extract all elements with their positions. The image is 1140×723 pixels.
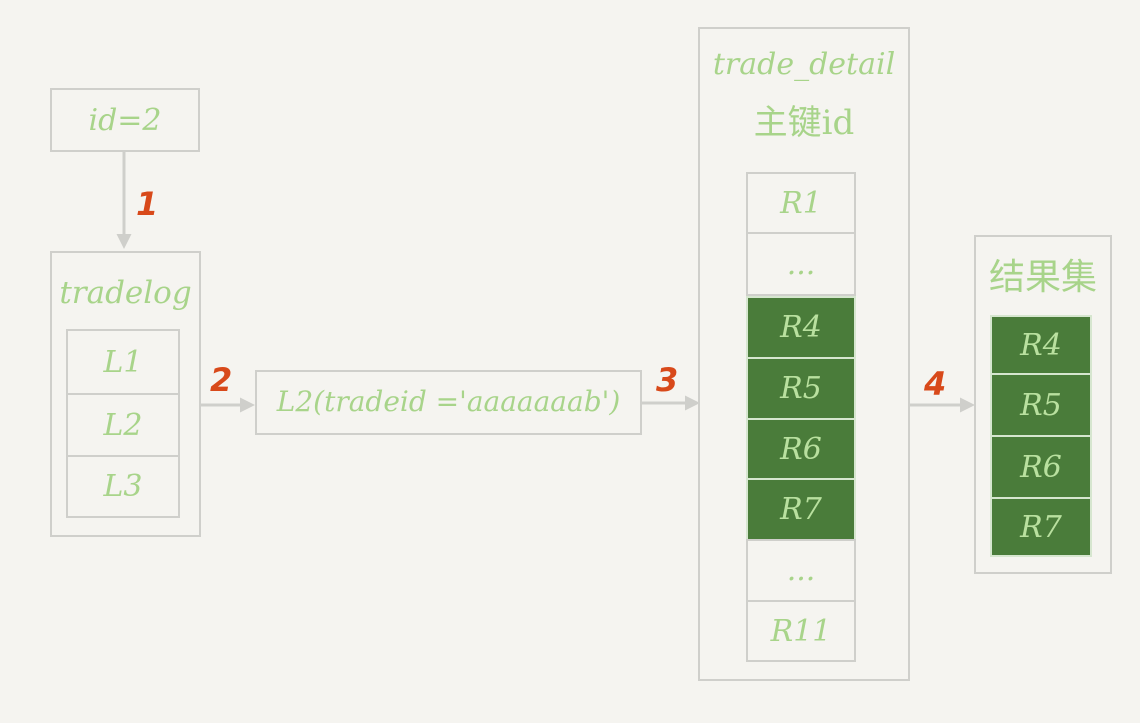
trade-detail-row: R11: [746, 600, 856, 662]
step-3-label: 3: [656, 361, 679, 399]
result-row: R4: [990, 315, 1092, 375]
tradelog-row: L3: [66, 455, 180, 518]
step-1-label: 1: [136, 185, 159, 223]
result-row: R5: [990, 373, 1092, 437]
id-query-label: id=2: [88, 103, 162, 138]
trade-detail-row: ...: [746, 539, 856, 602]
step-2-label: 2: [210, 361, 233, 399]
trade-detail-subtitle: 主键id: [753, 103, 855, 143]
trade-detail-row: R1: [746, 172, 856, 234]
trade-detail-row: ...: [746, 232, 856, 296]
trade-detail-table: [698, 27, 910, 681]
result-set-title: 结果集: [988, 257, 1097, 298]
result-set: [974, 235, 1112, 574]
trade-detail-title: trade_detail: [712, 47, 896, 82]
tradelog-row: L1: [66, 329, 180, 395]
tradelog-title: tradelog: [59, 275, 192, 311]
trade-detail-row-match: R5: [746, 357, 856, 420]
lookup-condition-box: [255, 370, 642, 435]
tradelog-table: [50, 251, 201, 537]
id-query-box: [50, 88, 200, 152]
tradelog-row: L2: [66, 393, 180, 457]
result-row: R7: [990, 497, 1092, 557]
trade-detail-row-match: R4: [746, 296, 856, 359]
step-4-label: 4: [924, 365, 947, 403]
trade-detail-row-match: R7: [746, 478, 856, 541]
result-row: R6: [990, 435, 1092, 499]
trade-detail-row-match: R6: [746, 418, 856, 480]
lookup-condition-label: L2(tradeid ='aaaaaaab'): [276, 385, 621, 418]
